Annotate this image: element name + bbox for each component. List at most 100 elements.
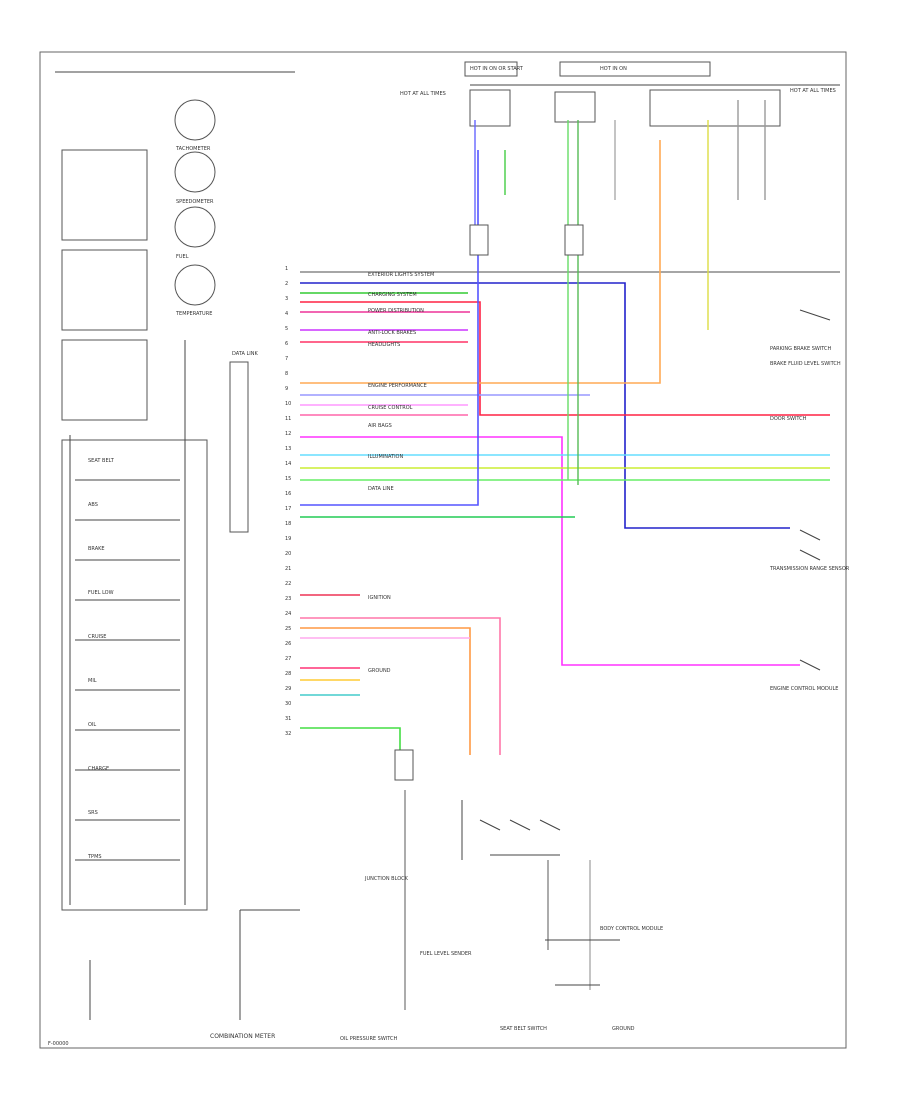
bottom-label-0: FUEL LEVEL SENDER [420,951,472,957]
bottom-label-4: BODY CONTROL MODULE [600,926,663,932]
right-label-0: PARKING BRAKE SWITCH [770,346,832,352]
bottom-label-2: SEAT BELT SWITCH [500,1026,547,1032]
connector-pin-2: 2 [285,281,288,287]
wire-24 [300,727,401,750]
wire-label-0: EXTERIOR LIGHTS SYSTEM [368,272,434,278]
gauge-label-speed: SPEEDOMETER [176,199,214,205]
indicator-label-6: OIL [88,722,96,728]
connector-pin-19: 19 [285,536,291,542]
indicator-label-5: MIL [88,678,97,684]
wire-label-5: ENGINE PERFORMANCE [368,383,427,389]
connector-pin-labels: 1234567891011121314151617181920212223242… [285,266,291,737]
connector-pin-32: 32 [285,731,291,737]
wire-11 [300,436,800,666]
connector-pin-25: 25 [285,626,291,632]
wire-18 [300,617,501,755]
connector-pin-28: 28 [285,671,291,677]
wire-7 [300,140,661,384]
fuse-label-3: HOT IN ON [600,66,627,72]
connector-pin-22: 22 [285,581,291,587]
diagram-border [39,51,847,1049]
wire-label-11: GROUND [368,668,391,674]
indicator-label-1: ABS [88,502,98,508]
connector-pin-24: 24 [285,611,291,617]
combination-meter: TACHOMETER SPEEDOMETER FUEL TEMPERATURE … [48,99,275,1047]
indicator-label-9: TPMS [87,854,102,860]
right-label-4: DOOR SWITCH [770,416,807,422]
connector-pin-1: 1 [285,266,288,272]
wire-label-2: POWER DISTRIBUTION [368,308,424,314]
connector-pin-8: 8 [285,371,288,377]
connector-pin-20: 20 [285,551,291,557]
fuse-label-1: HOT AT ALL TIMES [400,91,446,97]
footer-caption: COMBINATION METER [210,1033,275,1040]
connector-pin-26: 26 [285,641,291,647]
indicator-labels: SEAT BELT ABS BRAKE FUEL LOW CRUISE MIL OIL CHA… [87,458,115,860]
connector-pin-18: 18 [285,521,291,527]
connector-pin-9: 9 [285,386,288,392]
fuse-label-2: HOT IN ON OR START [470,66,524,72]
connector-pin-30: 30 [285,701,291,707]
fuse-label-4: HOT AT ALL TIMES [790,88,836,94]
gauge-label-temp: TEMPERATURE [175,311,212,317]
indicator-label-4: CRUISE [88,634,106,640]
connector-pin-11: 11 [285,416,291,422]
temperature-gauge [174,264,216,306]
connector-pin-12: 12 [285,431,291,437]
bottom-components: FUEL LEVEL SENDER OIL PRESSURE SWITCH SEAT… [89,224,663,1042]
connector-pin-7: 7 [285,356,288,362]
indicator-label-3: FUEL LOW [88,590,114,596]
connector-pin-6: 6 [285,341,288,347]
indicator-label-0: SEAT BELT [88,458,115,464]
connector-pin-15: 15 [285,476,291,482]
fuel-gauge [174,206,216,248]
connector-caption: DATA LINK [232,351,258,357]
connector-pin-3: 3 [285,296,288,302]
indicator-label-2: BRAKE [88,546,105,552]
wire-label-3: ANTI-LOCK BRAKES [368,330,416,336]
tachometer-gauge [174,99,216,141]
wire-1 [300,282,790,529]
gauge-label-tach: TACHOMETER [175,146,211,152]
connector-pin-23: 23 [285,596,291,602]
connector-pin-29: 29 [285,686,291,692]
connector-pin-5: 5 [285,326,288,332]
wire-label-10: IGNITION [368,595,391,601]
wire-harness [300,100,840,1010]
wire-19 [300,627,471,755]
connector-pin-27: 27 [285,656,291,662]
wire-label-7: AIR BAGS [368,423,392,429]
connector-pin-4: 4 [285,311,288,317]
wire-3 [300,301,830,416]
bottom-label-3: GROUND [612,1026,635,1032]
right-label-2: TRANSMISSION RANGE SENSOR [769,566,850,572]
connector-pin-13: 13 [285,446,291,452]
gauge-label-fuel: FUEL [176,254,189,260]
bottom-label-5: JUNCTION BLOCK [364,876,409,882]
connector-pin-17: 17 [285,506,291,512]
wire-label-4: HEADLIGHTS [368,342,400,348]
right-label-3: ENGINE CONTROL MODULE [770,686,838,692]
connector-pin-14: 14 [285,461,291,467]
fuse-block: HOT AT ALL TIMES HOT IN ON OR START HOT … [55,61,840,127]
indicator-label-8: SRS [88,810,98,816]
wire-label-1: CHARGING SYSTEM [368,292,417,298]
connector-pin-21: 21 [285,566,291,572]
wire-labels: EXTERIOR LIGHTS SYSTEM CHARGING SYSTEM POW… [368,272,434,674]
connector-pin-31: 31 [285,716,291,722]
wire-label-9: DATA LINE [368,486,394,492]
indicator-label-7: CHARGE [88,766,109,772]
bottom-label-1: OIL PRESSURE SWITCH [340,1036,398,1042]
right-components: PARKING BRAKE SWITCH BRAKE FLUID LEVEL SW… [769,309,850,692]
data-link-connector: DATA LINK 123456789101112131415161718192… [229,266,291,737]
right-label-1: BRAKE FLUID LEVEL SWITCH [770,361,841,367]
connector-pin-16: 16 [285,491,291,497]
wire-label-8: ILLUMINATION [368,454,403,460]
connector-pin-10: 10 [285,401,291,407]
speedometer-gauge [174,151,216,193]
footer-code: F-00000 [48,1041,69,1047]
wire-15 [300,150,479,506]
wire-label-6: CRUISE CONTROL [368,405,413,411]
